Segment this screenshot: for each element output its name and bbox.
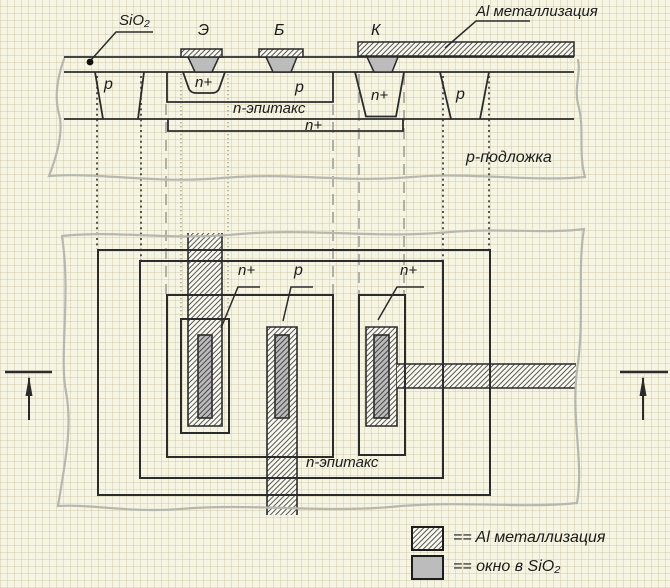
legend-al-metallization-label: == Al металлизация (453, 529, 606, 546)
plan-emitter-region (180, 318, 230, 434)
base-contact-window (264, 56, 299, 73)
cross-section-sheet-edge (47, 57, 587, 181)
cross-n-plus-buried-label: n+ (305, 117, 323, 134)
plan-n-plus-collector-leader (377, 286, 424, 321)
cross-p-base-label: p (295, 79, 304, 96)
base-region-outline (166, 72, 334, 103)
plan-p-base-leader (282, 286, 313, 322)
plan-p-base-label: p (294, 262, 303, 279)
plan-base-region (166, 294, 334, 458)
plan-n-plus-emitter-leader (220, 286, 260, 329)
cross-n-plus-collector-label: n+ (371, 87, 389, 104)
section-marker-right-arrowhead (639, 376, 647, 396)
al-metallization-label: Al металлизация (476, 3, 598, 20)
buried-n-plus-outline (167, 119, 404, 132)
cross-p-right-label: p (456, 86, 465, 103)
collector-contact-window (365, 56, 400, 73)
plan-n-plus-emitter-label: n+ (238, 262, 256, 279)
sio2-leader-line (90, 31, 153, 61)
cross-n-plus-emitter-label: n+ (195, 74, 213, 91)
cross-p-substrate-label: p-подложка (466, 149, 552, 166)
plan-view (97, 249, 491, 496)
legend-sio2-window-label: == окно в SiO₂ (453, 558, 561, 575)
plan-n-plus-collector-label: n+ (400, 262, 418, 279)
isolation-p-right-outline (439, 71, 490, 120)
sio2-leader-dot (86, 58, 94, 66)
collector-n-plus-outline (354, 71, 405, 118)
collector-metal-arm (397, 364, 576, 388)
collector-al-strip (357, 41, 575, 57)
emitter-metal-strip (187, 233, 223, 427)
section-markers (5, 370, 668, 420)
emitter-n-plus-outline (182, 71, 226, 94)
legend-swatches (411, 526, 444, 580)
cross-p-left-label: p (104, 76, 113, 93)
section-marker-left-arrowhead (25, 376, 33, 396)
base-terminal-label: Б (274, 22, 285, 39)
emitter-contact-window (186, 56, 221, 73)
base-al-cap (258, 48, 304, 58)
projection-lines (96, 74, 490, 318)
plan-outer-boundary (97, 249, 491, 496)
cross-section (64, 20, 575, 132)
emitter-al-cap (180, 48, 223, 58)
collector-terminal-label: К (371, 22, 381, 39)
plan-base-oxide-window (274, 334, 290, 419)
plan-view-sheet-edge (56, 227, 586, 512)
isolation-p-left-outline (94, 71, 145, 120)
plan-collector-oxide-window (373, 334, 390, 419)
legend-al-hatch-swatch (411, 526, 444, 551)
plan-isolation-boundary (139, 260, 444, 479)
plan-emitter-oxide-window (197, 334, 213, 419)
torn-sheet-edges (47, 57, 587, 512)
plan-collector-region (358, 294, 406, 456)
sio2-label: SiO₂ (119, 12, 150, 29)
legend-sio2-window-swatch (411, 555, 444, 580)
plan-n-epitax-label: n-эпитакс (306, 454, 379, 471)
emitter-terminal-label: Э (198, 22, 210, 39)
al-metallization-leader-line (444, 20, 530, 49)
cross-n-epitax-label: n-эпитакс (233, 100, 306, 117)
